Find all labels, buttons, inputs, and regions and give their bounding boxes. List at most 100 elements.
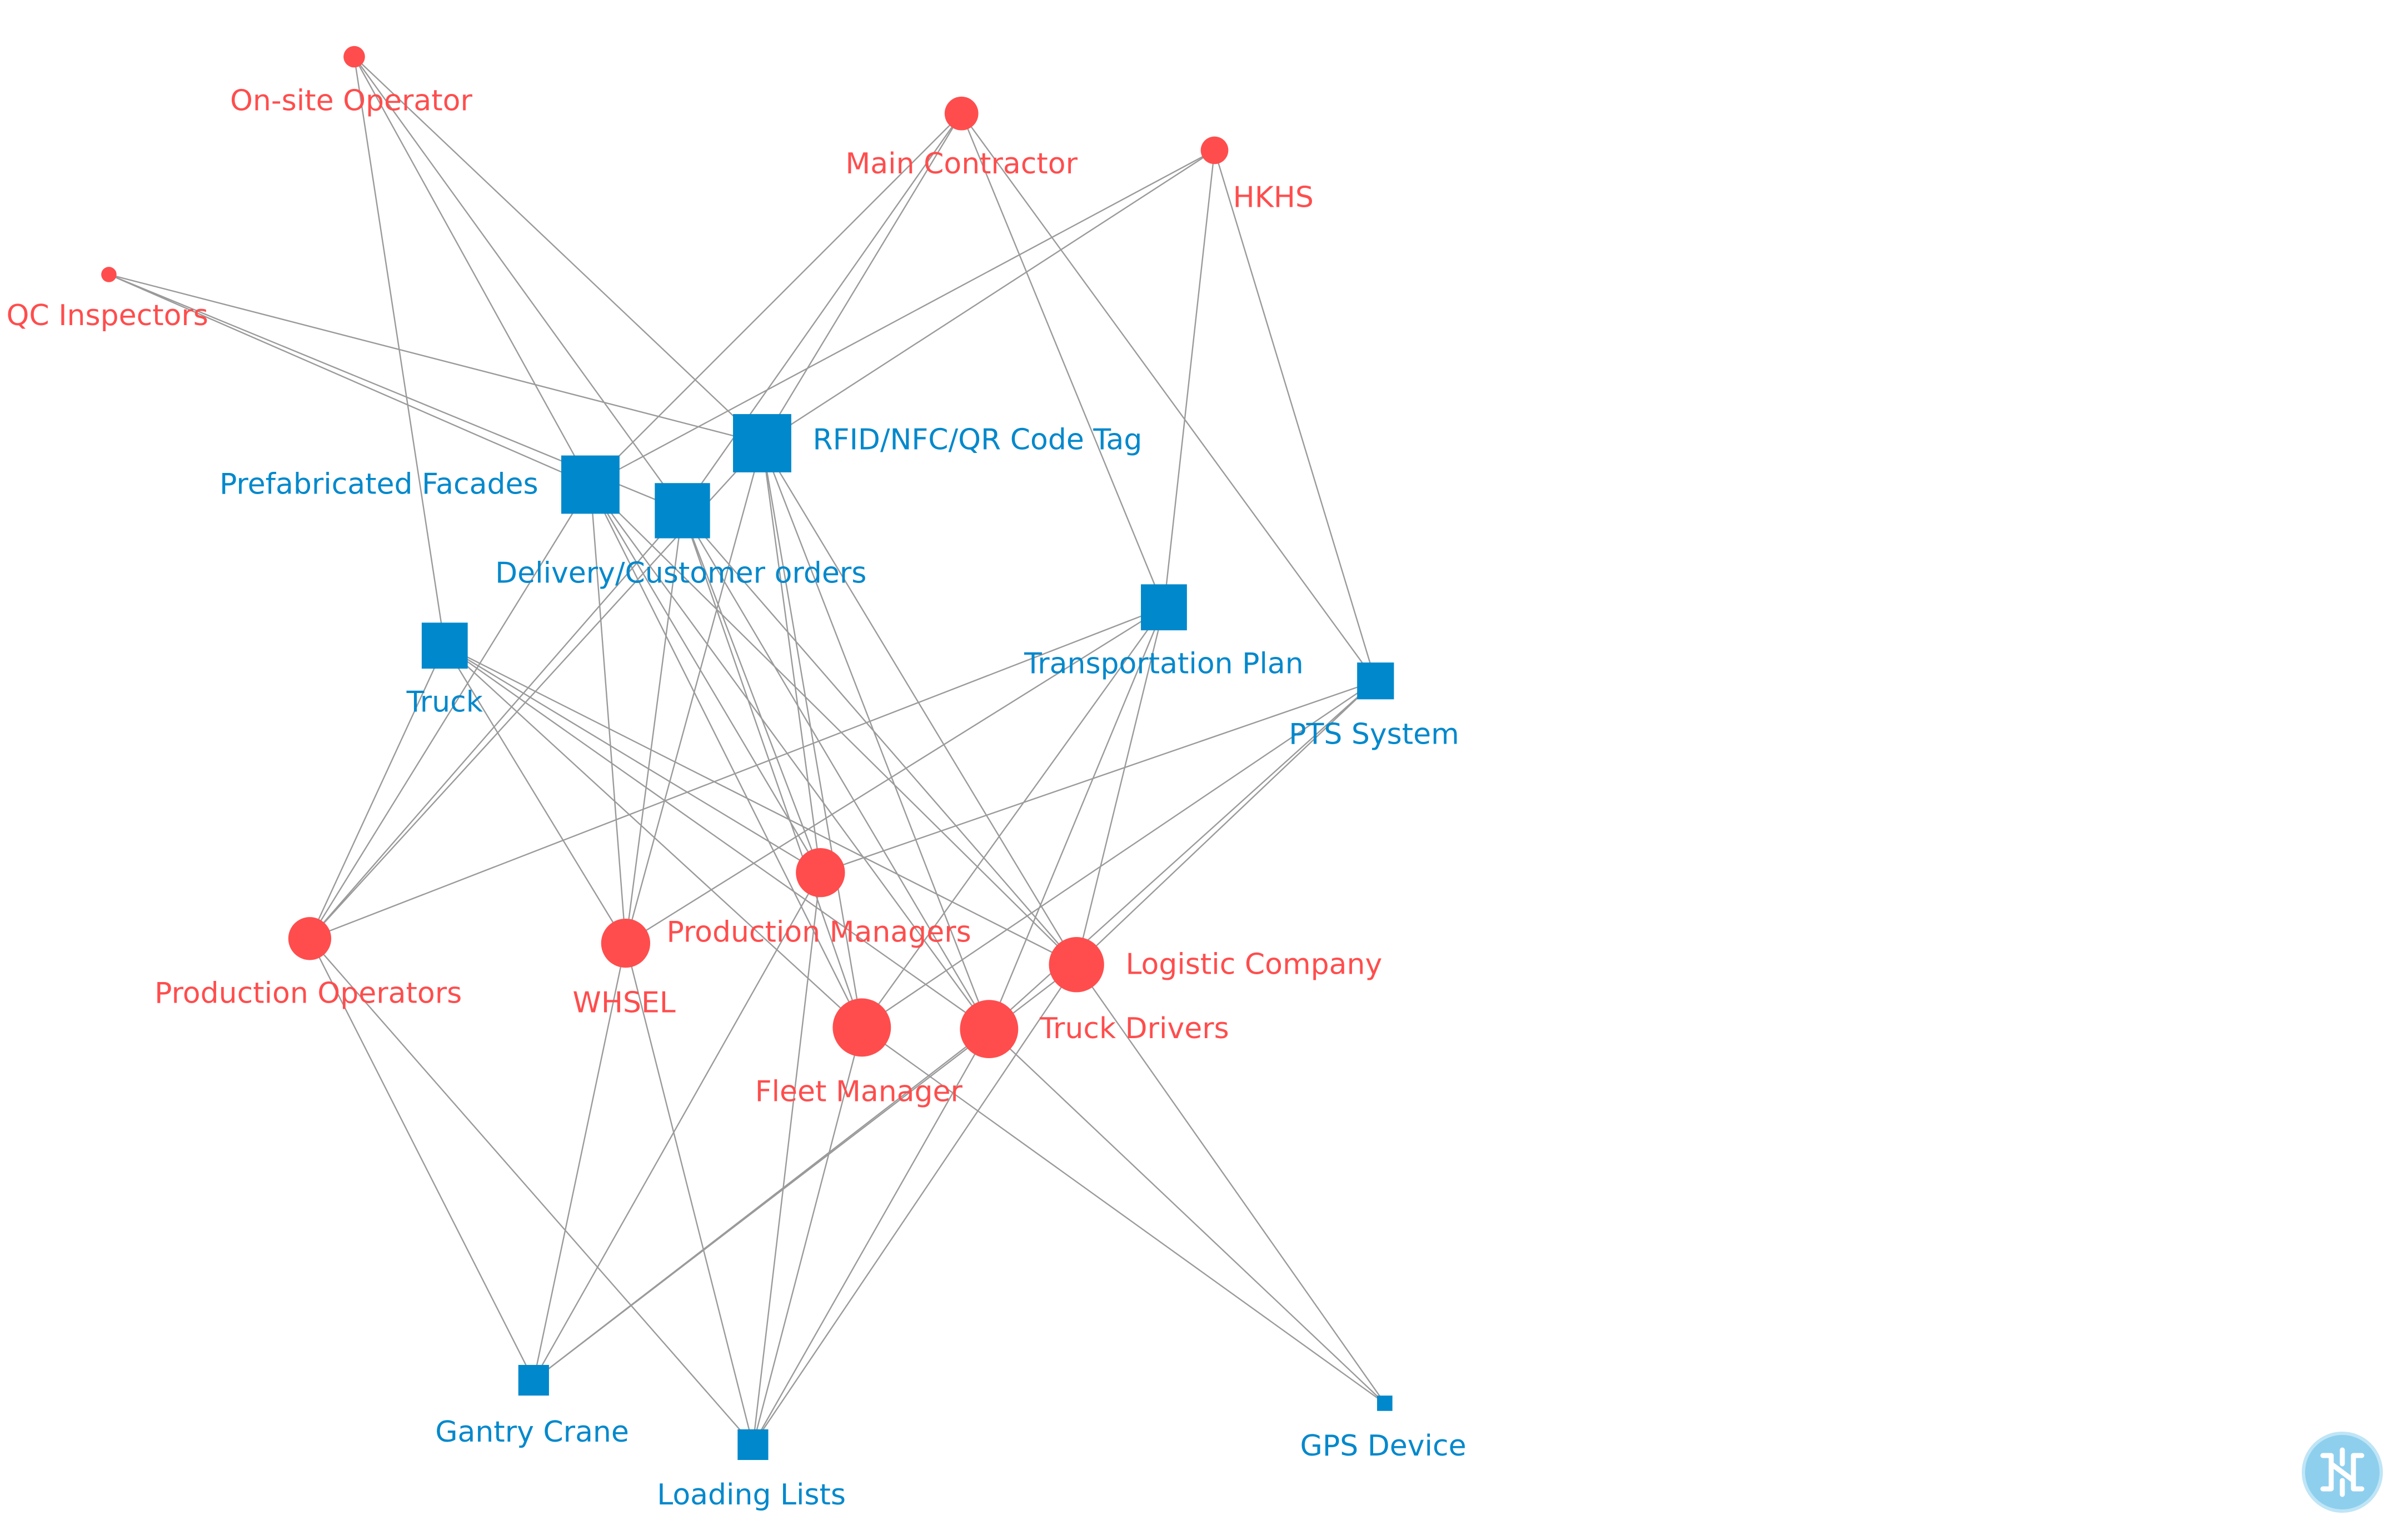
node-label-gps_device: GPS Device [1300,1429,1467,1463]
edge-onsite_operator-rfid_tag [353,56,763,444]
node-label-hkhs: HKHS [1233,181,1314,215]
node-label-fleet_manager: Fleet Manager [755,1075,963,1108]
edge-main_contractor-pts_system [961,113,1376,681]
edge-transport_plan-whsel [625,606,1165,944]
edge-delivery_orders-production_operators [309,510,683,939]
edge-fleet_manager-gps_device [861,1026,1385,1404]
node-transport_plan[interactable] [1141,584,1187,631]
edge-pts_system-fleet_manager [861,680,1376,1028]
node-label-transport_plan: Transportation Plan [1024,647,1304,680]
node-rfid_tag[interactable] [733,414,791,472]
node-gps_device[interactable] [1377,1396,1393,1411]
edge-onsite_operator-truck [353,56,446,646]
edge-onsite_operator-delivery_orders [353,56,683,511]
node-label-main_contractor: Main Contractor [845,147,1078,181]
node-label-qc_inspectors: QC Inspectors [6,299,208,332]
node-label-prefab_facades: Prefabricated Facades [220,468,538,501]
edge-main_contractor-delivery_orders [681,113,962,511]
edge-rfid_tag-production_managers [761,443,821,873]
edge-delivery_orders-fleet_manager [681,510,862,1028]
edge-transport_plan-truck_drivers [988,607,1165,1030]
node-label-truck_drivers: Truck Drivers [1039,1012,1229,1045]
edge-truck-production_operators [309,645,446,939]
edge-truck-production_managers [444,645,821,874]
edge-whsel-loading_lists [625,943,754,1445]
edge-prefab_facades-production_managers [590,484,821,873]
node-production_managers[interactable] [796,848,845,898]
edge-rfid_tag-truck_drivers [761,443,990,1030]
edge-rfid_tag-logistic_company [761,442,1078,965]
edge-prefab_facades-truck_drivers [590,484,990,1030]
edge-truck_drivers-loading_lists [752,1029,990,1446]
edge-hkhs-prefab_facades [590,149,1215,486]
logo-glyph [2320,1447,2365,1497]
edge-prefab_facades-whsel [590,484,627,944]
node-qc_inspectors[interactable] [101,267,117,282]
node-pts_system[interactable] [1357,662,1394,700]
edge-production_operators-loading_lists [309,938,754,1446]
node-truck_drivers[interactable] [960,1000,1019,1059]
node-label-logistic_company: Logistic Company [1125,948,1382,981]
edge-transport_plan-fleet_manager [861,607,1165,1028]
node-label-onsite_operator: On-site Operator [230,84,472,118]
node-label-delivery_orders: Delivery/Customer orders [495,557,866,590]
edge-qc_inspectors-prefab_facades [108,273,591,486]
edge-whsel-gantry_crane [533,943,627,1380]
edge-main_contractor-rfid_tag [761,113,962,444]
edge-pts_system-logistic_company [1076,680,1376,965]
edge-prefab_facades-fleet_manager [590,484,862,1028]
node-production_operators[interactable] [288,917,332,960]
nodes-layer [101,46,1394,1461]
edge-delivery_orders-whsel [625,510,684,944]
node-hkhs[interactable] [1200,136,1229,165]
edge-prefab_facades-logistic_company [590,484,1078,965]
node-whsel[interactable] [601,918,651,968]
edge-main_contractor-transport_plan [961,113,1165,608]
node-label-whsel: WHSEL [572,986,675,1019]
edge-truck-logistic_company [444,645,1077,965]
node-onsite_operator[interactable] [343,46,365,68]
node-loading_lists[interactable] [737,1429,769,1461]
network-logo-icon[interactable] [2301,1431,2384,1514]
node-label-production_operators: Production Operators [154,977,462,1010]
node-main_contractor[interactable] [944,96,979,131]
edge-truck-truck_drivers [444,645,990,1030]
edge-rfid_tag-fleet_manager [761,443,863,1028]
node-label-loading_lists: Loading Lists [657,1478,846,1512]
node-label-production_managers: Production Managers [666,915,971,949]
node-label-truck: Truck [406,685,483,719]
edge-onsite_operator-prefab_facades [353,56,591,485]
edge-production_managers-gantry_crane [533,872,821,1381]
edge-truck-fleet_manager [444,645,862,1028]
node-truck[interactable] [421,622,468,669]
node-prefab_facades[interactable] [561,455,620,514]
edge-pts_system-production_managers [820,680,1376,874]
edge-transport_plan-production_operators [309,606,1164,939]
node-gantry_crane[interactable] [518,1364,549,1396]
edge-delivery_orders-logistic_company [682,510,1078,965]
edge-truck-whsel [444,645,626,944]
edge-main_contractor-prefab_facades [590,113,962,485]
edge-truck_drivers-gps_device [989,1028,1385,1404]
edges-layer [108,56,1385,1446]
edge-logistic_company-loading_lists [752,964,1078,1446]
node-label-pts_system: PTS System [1289,717,1459,751]
edge-hkhs-pts_system [1214,150,1376,681]
edge-hkhs-transport_plan [1163,150,1215,607]
node-logistic_company[interactable] [1049,937,1104,993]
node-label-rfid_tag: RFID/NFC/QR Code Tag [813,423,1143,457]
edge-delivery_orders-truck_drivers [681,510,990,1030]
edge-production_managers-loading_lists [752,873,821,1445]
edge-logistic_company-gps_device [1076,964,1385,1404]
edge-transport_plan-logistic_company [1076,607,1165,965]
edge-production_operators-gantry_crane [309,938,535,1381]
edge-fleet_manager-loading_lists [752,1027,863,1445]
edge-prefab_facades-production_operators [309,484,591,939]
node-label-gantry_crane: Gantry Crane [435,1416,629,1449]
node-delivery_orders[interactable] [655,483,710,539]
node-fleet_manager[interactable] [832,998,891,1057]
edge-hkhs-rfid_tag [761,149,1215,444]
edge-delivery_orders-production_managers [681,510,821,873]
